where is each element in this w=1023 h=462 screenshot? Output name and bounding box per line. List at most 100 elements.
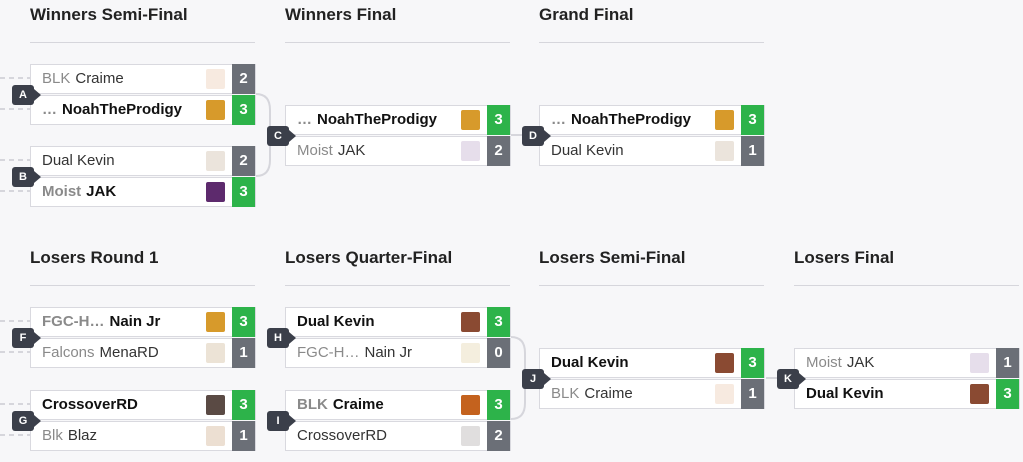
score-badge: 3	[232, 307, 255, 337]
character-avatar-icon	[715, 353, 734, 373]
match-badge-b: B	[12, 167, 41, 187]
player-name-cell: Dual Kevin	[806, 380, 884, 408]
match-badge-g: G	[12, 411, 41, 431]
team-prefix: Moist	[42, 183, 82, 200]
score-badge: 3	[741, 348, 764, 378]
player-slot[interactable]: FGC-H…Nain Jr 0	[285, 338, 511, 368]
match-badge-a: A	[12, 85, 41, 105]
player-name: NoahTheProdigy	[62, 101, 183, 118]
round-title-losers-qf: Losers Quarter-Final	[285, 248, 453, 267]
character-avatar-icon	[206, 343, 225, 363]
round-title-winners-semi: Winners Semi-Final	[30, 5, 188, 24]
team-prefix: …	[297, 111, 312, 128]
player-name: JAK	[337, 142, 366, 159]
score-badge: 1	[741, 136, 764, 166]
score-badge: 3	[487, 105, 510, 135]
round-divider	[30, 285, 255, 286]
player-name-cell: …NoahTheProdigy	[42, 96, 182, 124]
player-name-cell: Dual Kevin	[297, 308, 375, 336]
player-name: Craime	[584, 385, 633, 402]
character-avatar-icon	[461, 141, 480, 161]
character-avatar-icon	[715, 141, 734, 161]
team-prefix: Blk	[42, 427, 63, 444]
player-slot[interactable]: CrossoverRD 3	[30, 390, 256, 420]
round-divider	[285, 42, 510, 43]
round-title-grand-final: Grand Final	[539, 5, 634, 24]
round-divider	[794, 285, 1019, 286]
round-title-winners-final: Winners Final	[285, 5, 397, 24]
player-name: Dual Kevin	[806, 385, 884, 402]
player-slot[interactable]: … NoahTheProdigy 3	[285, 105, 511, 135]
score-badge: 2	[232, 64, 255, 94]
player-slot[interactable]: …NoahTheProdigy 3	[30, 95, 256, 125]
player-name: Dual Kevin	[297, 313, 375, 330]
match-badge-c: C	[267, 126, 296, 146]
round-title-losers-sf: Losers Semi-Final	[539, 248, 686, 267]
score-badge: 3	[996, 379, 1019, 409]
character-avatar-icon	[206, 312, 225, 332]
score-badge: 2	[487, 421, 510, 451]
match-badge-d: D	[522, 126, 551, 146]
player-name-cell: FGC-H…Nain Jr	[297, 339, 412, 367]
match-badge-f: F	[12, 328, 41, 348]
player-slot[interactable]: CrossoverRD 2	[285, 421, 511, 451]
player-name-cell: Dual Kevin	[551, 137, 624, 165]
round-title-losers-final: Losers Final	[794, 248, 895, 267]
character-avatar-icon	[715, 110, 734, 130]
match-badge-j: J	[522, 369, 551, 389]
score-badge: 0	[487, 338, 510, 368]
score-badge: 3	[487, 390, 510, 420]
match-badge-k: K	[777, 369, 806, 389]
score-badge: 3	[232, 390, 255, 420]
player-name: CrossoverRD	[42, 396, 138, 413]
player-name: NoahTheProdigy	[317, 111, 438, 128]
player-slot[interactable]: Dual Kevin 3	[794, 379, 1020, 409]
player-name-cell: …NoahTheProdigy	[551, 106, 691, 134]
player-name: Nain Jr	[109, 313, 161, 330]
player-name-cell: CrossoverRD	[297, 422, 387, 450]
team-prefix: BLK	[551, 385, 580, 402]
score-badge: 1	[232, 421, 255, 451]
player-slot[interactable]: Dual Kevin 1	[539, 136, 765, 166]
player-name: CrossoverRD	[297, 427, 388, 444]
character-avatar-icon	[970, 353, 989, 373]
team-prefix: FGC-H…	[297, 344, 360, 361]
round-divider	[285, 285, 510, 286]
character-avatar-icon	[715, 384, 734, 404]
character-avatar-icon	[206, 182, 225, 202]
player-name: NoahTheProdigy	[571, 111, 692, 128]
round-divider	[539, 285, 764, 286]
score-badge: 3	[232, 95, 255, 125]
player-name: Dual Kevin	[551, 354, 629, 371]
character-avatar-icon	[461, 426, 480, 446]
player-slot[interactable]: Dual Kevin 3	[539, 348, 765, 378]
